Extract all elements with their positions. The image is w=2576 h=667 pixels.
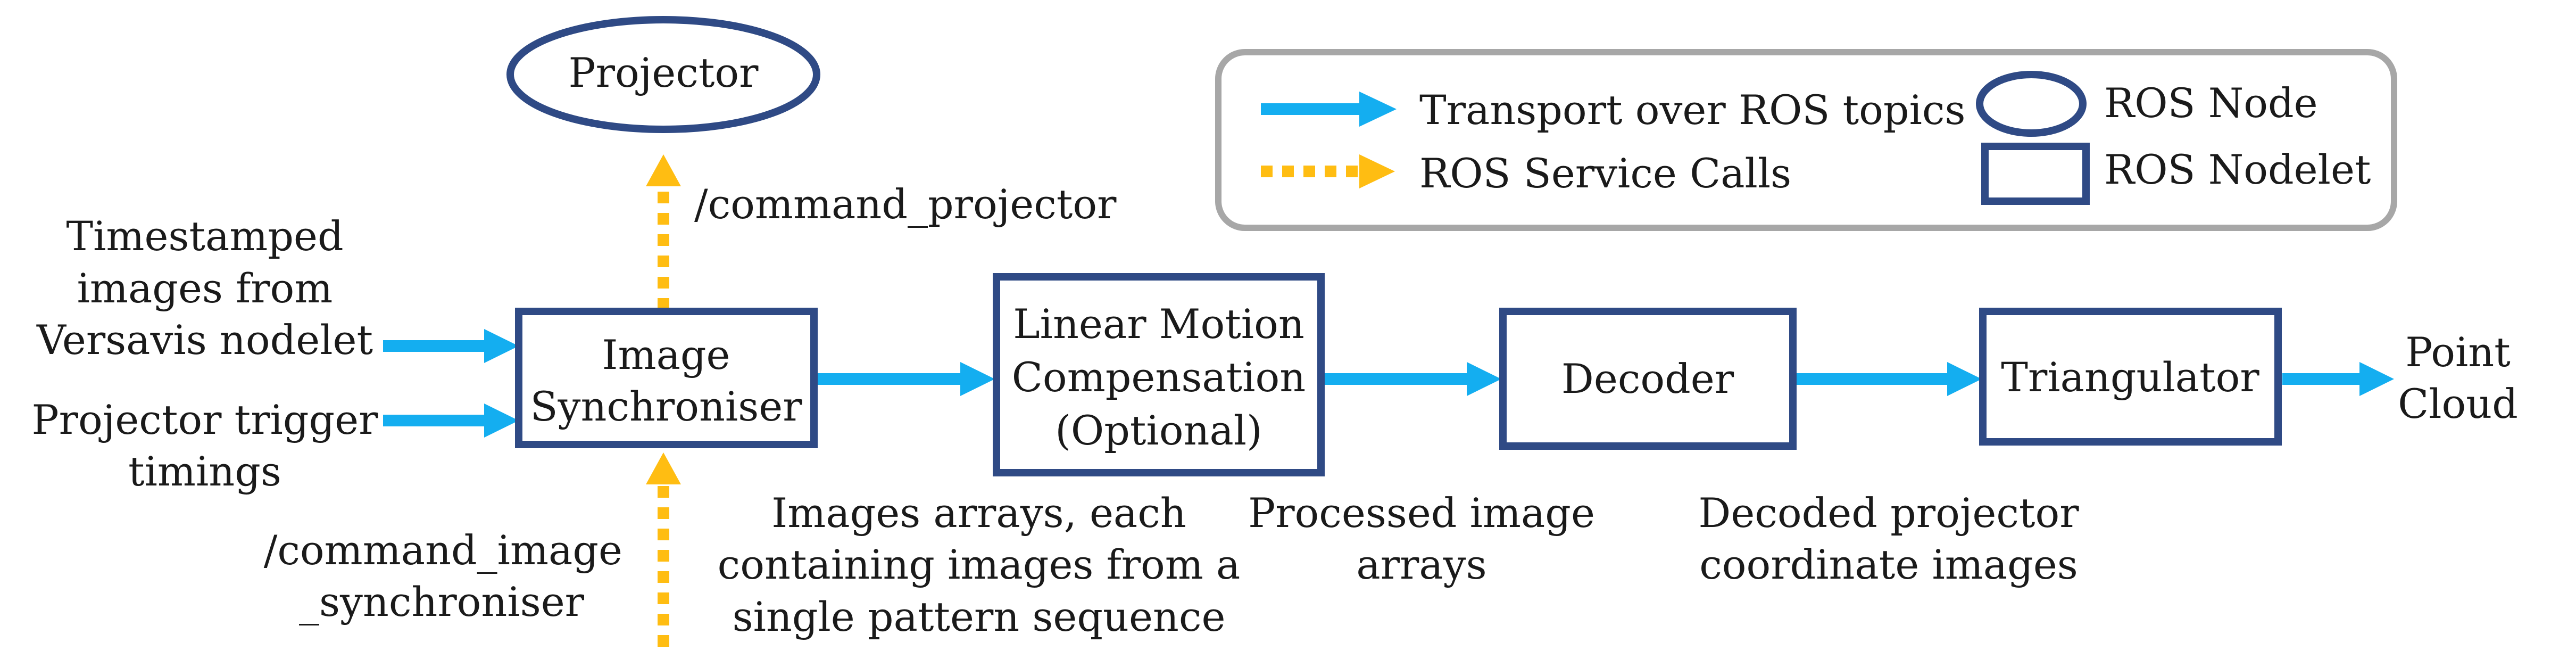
projector-ellipse [506, 16, 820, 133]
linear-motion-compensation-node: Linear Motion Compensation (Optional) [993, 273, 1325, 476]
input-timestamped-line-1: Timestamped [66, 212, 343, 260]
input-trigger-line-2: timings [128, 448, 281, 495]
legend-nodelet-label: ROS Nodelet [2104, 146, 2371, 193]
triangulator-to-output-arrowhead [2359, 362, 2394, 396]
triangulator-label: Triangulator [2001, 353, 2259, 401]
command-image-synchroniser-line-2: _synchroniser [299, 578, 585, 625]
projector-label: Projector [569, 49, 759, 96]
command-image-synchroniser-arrowhead [646, 452, 681, 484]
command-image-synchroniser-line-1: /command_image [264, 526, 622, 574]
input-timestamped-line-2: images from [77, 265, 333, 312]
legend-node-label: ROS Node [2104, 79, 2318, 127]
input-trigger-line-1: Projector trigger [32, 396, 379, 443]
image-synchroniser-node: Image Synchroniser [515, 308, 818, 448]
decoder-to-triangulator-arrowhead [1947, 362, 1982, 396]
input-projector-trigger: Projector trigger timings [32, 396, 379, 495]
images-arrays-label: Images arrays, each containing images fr… [718, 489, 1241, 640]
legend-service-label: ROS Service Calls [1419, 150, 1791, 197]
triangulator-node: Triangulator [1979, 308, 2282, 446]
processed-arrays-label: Processed image arrays [1248, 489, 1595, 588]
linear-motion-line-3: (Optional) [1055, 407, 1262, 454]
image-synchroniser-line-1: Image [602, 331, 730, 378]
legend: Transport over ROS topics ROS Service Ca… [1215, 49, 2397, 231]
decoded-images-label: Decoded projector coordinate images [1698, 489, 2079, 588]
linear-motion-line-1: Linear Motion [1013, 300, 1304, 348]
legend-node-ellipse [1976, 71, 2087, 137]
legend-topic-arrowhead [1359, 92, 1397, 127]
processed-arrays-line-2: arrays [1356, 541, 1486, 588]
images-arrays-line-2: containing images from a [718, 541, 1241, 588]
linear-motion-line-2: Compensation [1012, 353, 1306, 401]
legend-service-arrowhead [1359, 154, 1395, 188]
command-projector-arrowhead [646, 154, 681, 186]
projector-node: Projector [506, 16, 820, 133]
decoder-box [1499, 308, 1797, 450]
input-timestamped-images: Timestamped images from Versavis nodelet [36, 212, 373, 364]
projector-trigger-arrowhead [484, 404, 519, 438]
images-arrays-line-1: Images arrays, each [771, 489, 1186, 537]
command-projector-label: /command_projector [694, 180, 1117, 228]
point-cloud-line-2: Cloud [2398, 380, 2518, 427]
linear-motion-compensation-box [993, 273, 1325, 476]
sync-to-motion-arrowhead [960, 362, 995, 396]
timestamped-images-arrowhead [484, 329, 519, 363]
input-timestamped-line-3: Versavis nodelet [36, 316, 373, 364]
legend-frame [1215, 49, 2397, 231]
motion-to-decoder-arrowhead [1467, 362, 1501, 396]
triangulator-box [1979, 308, 2282, 446]
decoder-node: Decoder [1499, 308, 1797, 450]
point-cloud-line-1: Point [2405, 328, 2511, 376]
image-synchroniser-box [515, 308, 818, 448]
decoded-images-line-2: coordinate images [1699, 541, 2078, 588]
point-cloud-output: Point Cloud [2398, 328, 2518, 427]
legend-nodelet-rect [1981, 143, 2090, 205]
legend-transport-label: Transport over ROS topics [1419, 86, 1965, 134]
images-arrays-line-3: single pattern sequence [733, 593, 1226, 640]
decoder-label: Decoder [1561, 355, 1734, 402]
decoded-images-line-1: Decoded projector [1698, 489, 2079, 537]
processed-arrays-line-1: Processed image [1248, 489, 1595, 537]
image-synchroniser-line-2: Synchroniser [530, 383, 802, 430]
